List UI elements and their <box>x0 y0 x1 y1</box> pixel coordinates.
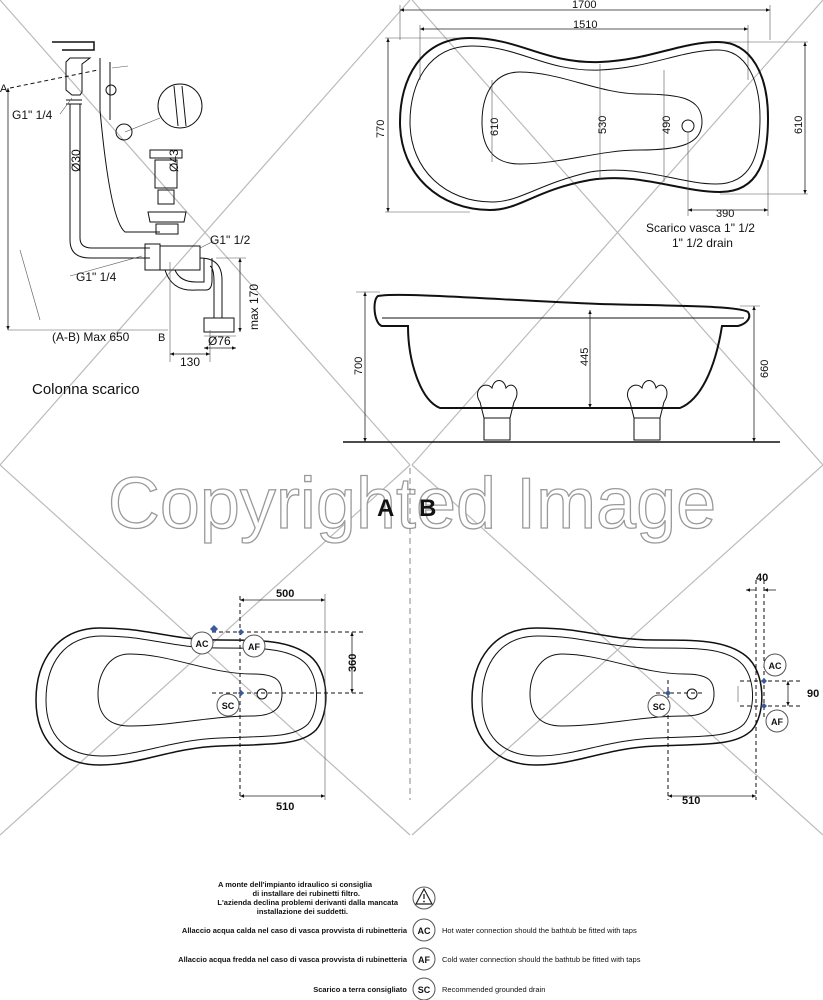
plan-b-dim-top: 40 <box>756 572 768 584</box>
trap-thread-label: G1" 1/2 <box>210 233 251 247</box>
thread-bottom-label: G1" 1/4 <box>76 270 117 284</box>
warning-line-3: L'azienda declina problemi derivanti dal… <box>217 898 398 907</box>
width-right-inner-label: 490 <box>661 116 673 134</box>
plan-b-marker-af: AF <box>771 717 783 727</box>
width-left-label: 610 <box>489 118 501 136</box>
plan-b-drawing <box>471 580 800 800</box>
drain-label-it: Scarico vasca 1" 1/2 <box>646 221 755 235</box>
inner-length-label: 1510 <box>573 19 597 31</box>
plan-a-marker-sc: SC <box>222 701 235 711</box>
drain-label-en: 1" 1/2 drain <box>672 236 733 250</box>
drain-diameter-label: Ø43 <box>167 149 181 172</box>
overall-width-label: 770 <box>375 120 387 138</box>
outlet-diameter-label: Ø76 <box>208 334 231 348</box>
warning-line-4: installazione dei suddetti. <box>257 907 348 916</box>
warning-line-2: di installare dei rubinetti filtro. <box>252 889 360 898</box>
plan-a-marker-ac: AC <box>196 639 209 649</box>
width-right-label: 610 <box>793 116 805 134</box>
total-height-label: 700 <box>353 357 365 375</box>
overall-length-label: 1700 <box>572 0 596 11</box>
legend-warning: A monte dell'impianto idraulico si consi… <box>217 880 436 916</box>
plan-b-dim-side: 90 <box>807 688 819 700</box>
watermark-lines <box>0 0 823 836</box>
inner-depth-label: 445 <box>579 348 591 366</box>
bathtub-side-view <box>343 291 780 443</box>
legend-row-ac: Allaccio acqua calda nel caso di vasca p… <box>182 918 637 942</box>
point-b-label: B <box>158 332 165 344</box>
plan-a-dim-side: 360 <box>347 654 359 672</box>
plan-a-marker-af: AF <box>248 642 260 652</box>
thread-top-label: G1" 1/4 <box>12 108 53 122</box>
offset-label: 130 <box>180 355 200 369</box>
width-mid-label: 530 <box>597 116 609 134</box>
legend-af-it: Allaccio acqua fredda nel caso di vasca … <box>178 955 408 964</box>
rim-height-label: 660 <box>759 360 771 378</box>
section-b-label: B <box>419 495 436 522</box>
drain-column-drawing <box>6 41 246 362</box>
legend-row-sc: Scarico a terra consigliato SC Recommend… <box>313 977 545 1000</box>
legend-ac-code: AC <box>418 926 431 936</box>
plan-b-marker-ac: AC <box>769 661 782 671</box>
legend-sc-code: SC <box>418 985 431 995</box>
legend-ac-en: Hot water connection should the bathtub … <box>442 926 637 935</box>
plan-a-dim-bottom: 510 <box>276 801 294 813</box>
plan-a-drawing <box>35 594 364 800</box>
legend-sc-it: Scarico a terra consigliato <box>313 985 407 994</box>
legend-ac-it: Allaccio acqua calda nel caso di vasca p… <box>182 926 408 935</box>
legend-sc-en: Recommended grounded drain <box>442 985 545 994</box>
warning-line-1: A monte dell'impianto idraulico si consi… <box>218 880 373 889</box>
section-a-label: A <box>377 495 394 522</box>
point-a-label: A <box>0 83 8 95</box>
max-height-label: max 170 <box>247 284 261 330</box>
claw-foot-right <box>627 380 668 441</box>
warning-icon <box>412 886 436 910</box>
watermark-text: Copyrighted Image <box>108 464 716 544</box>
legend-af-code: AF <box>418 955 430 965</box>
ab-max-label: (A-B) Max 650 <box>52 330 130 344</box>
plan-b-dim-bottom: 510 <box>682 795 700 807</box>
plan-a-dim-top: 500 <box>276 588 294 600</box>
plan-b-marker-sc: SC <box>653 702 666 712</box>
legend-row-af: Allaccio acqua fredda nel caso di vasca … <box>178 947 641 971</box>
legend-af-en: Cold water connection should the bathtub… <box>442 955 641 964</box>
pipe-diameter-label: Ø30 <box>69 149 83 172</box>
drain-column-title: Colonna scarico <box>32 381 140 398</box>
drain-offset-label: 390 <box>716 208 734 220</box>
claw-foot-left <box>477 380 518 441</box>
bathtub-top-view <box>385 5 808 216</box>
